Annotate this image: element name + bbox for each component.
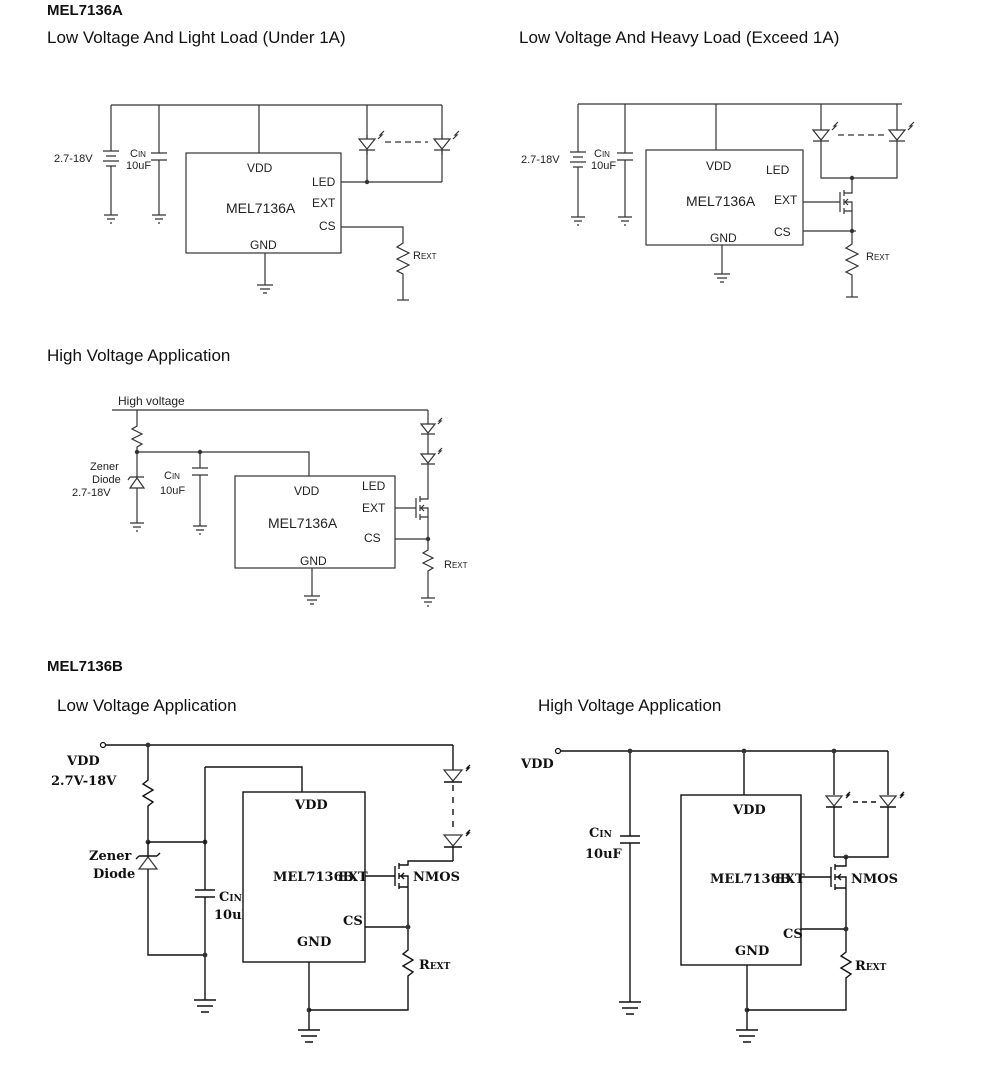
led-icon <box>811 121 839 150</box>
ic-box <box>645 149 804 246</box>
heading-mel7136b: MEL7136B <box>47 658 123 675</box>
rext-label: REXT <box>444 559 468 571</box>
mosfet-icon <box>803 190 853 231</box>
pin-vdd-label: VDD <box>247 161 273 175</box>
pin-gnd-label: GND <box>735 944 769 959</box>
ic-box <box>680 794 802 966</box>
pin-cs-label: CS <box>774 225 791 239</box>
chip-label: MEL7136A <box>226 200 296 216</box>
led-icon <box>432 130 460 155</box>
rext-label: REXT <box>419 958 451 973</box>
pin-ext-label: EXT <box>338 870 368 885</box>
led-icon <box>419 417 443 446</box>
cin-value-label: 10uF <box>160 485 185 497</box>
mosfet-icon <box>801 857 847 910</box>
pin-ext-label: EXT <box>312 196 336 210</box>
supply-range-label: 2.7-18V <box>521 154 560 166</box>
pin-gnd-label: GND <box>250 238 277 252</box>
pin-vdd-label: VDD <box>706 159 732 173</box>
ic-box <box>234 475 396 569</box>
caption-low-voltage-heavy-load: Low Voltage And Heavy Load (Exceed 1A) <box>519 28 840 47</box>
zener-label: Zener <box>90 461 119 473</box>
supply-range-label: 2.7-18V <box>72 487 111 499</box>
pin-led-label: LED <box>312 175 336 189</box>
pin-cs-label: CS <box>343 914 363 929</box>
circuit-a-heavy-load: VDD LED EXT CS GND MEL7136A REXT 2.7-18V… <box>521 103 915 298</box>
vdd-supply-label: VDD <box>66 754 100 769</box>
cin-label: CIN <box>219 890 242 905</box>
caption-low-voltage-application-b: Low Voltage Application <box>57 696 237 715</box>
vdd-supply-label: VDD <box>520 757 554 772</box>
pin-ext-label: EXT <box>774 193 798 207</box>
pin-led-label: LED <box>362 479 386 493</box>
pin-cs-label: CS <box>319 219 336 233</box>
led-icon <box>419 447 443 498</box>
rext-label: REXT <box>855 959 887 974</box>
ic-box <box>242 791 366 963</box>
cin-value-label: 10uF <box>591 160 616 172</box>
led-icon <box>834 791 905 858</box>
diode-label: Diode <box>92 474 121 486</box>
circuit-a-high-voltage: High voltage Zener Diode 2.7-18V CIN 10u… <box>72 394 468 607</box>
nmos-label: NMOS <box>851 872 898 887</box>
chip-label: MEL7136B <box>710 872 791 887</box>
led-icon <box>442 829 471 861</box>
circuit-a-light-load: VDD LED EXT CS GND MEL7136A REXT 2.7-18V… <box>54 104 460 301</box>
pin-vdd-label: VDD <box>294 484 320 498</box>
pin-vdd-label: VDD <box>732 803 766 818</box>
pin-vdd-label: VDD <box>294 798 328 813</box>
chip-label: MEL7136A <box>686 193 756 209</box>
caption-high-voltage-application-a: High Voltage Application <box>47 346 231 365</box>
cin-label: CIN <box>130 148 146 160</box>
mosfet-icon <box>395 496 429 539</box>
led-icon <box>824 791 851 857</box>
circuit-b-low-voltage: VDD 2.7V-18V Zener Diode CIN 10uF VDD ME… <box>51 741 471 1043</box>
cin-label: CIN <box>594 148 610 160</box>
nmos-label: NMOS <box>413 870 460 885</box>
chip-label: MEL7136B <box>273 870 354 885</box>
chip-label: MEL7136A <box>268 515 338 531</box>
rext-label: REXT <box>866 251 890 263</box>
diode-label: Diode <box>93 867 135 882</box>
cin-value-label: 10uF <box>126 160 151 172</box>
led-icon <box>357 130 385 155</box>
cin-label: CIN <box>164 470 180 482</box>
zener-diode-icon <box>127 452 146 523</box>
heading-mel7136a: MEL7136A <box>47 2 123 19</box>
pin-gnd-label: GND <box>300 554 327 568</box>
pin-gnd-label: GND <box>297 935 331 950</box>
cin-label: CIN <box>589 826 612 841</box>
caption-low-voltage-light-load: Low Voltage And Light Load (Under 1A) <box>47 28 346 47</box>
pin-ext-label: EXT <box>775 872 805 887</box>
high-voltage-label: High voltage <box>118 394 185 408</box>
led-icon <box>442 764 471 783</box>
cin-value-label: 10uF <box>214 908 252 923</box>
cin-value-label: 10uF <box>585 847 623 862</box>
pin-gnd-label: GND <box>710 231 737 245</box>
ic-box <box>185 152 342 254</box>
zener-diode-icon <box>135 842 205 956</box>
caption-high-voltage-application-b: High Voltage Application <box>538 696 722 715</box>
supply-range-b-label: 2.7V-18V <box>51 774 117 789</box>
supply-range-label: 2.7-18V <box>54 153 93 165</box>
led-icon <box>887 121 915 150</box>
mosfet-icon <box>365 860 453 908</box>
zener-label: Zener <box>89 849 131 864</box>
circuit-b-high-voltage: VDD CIN 10uF VDD MEL7136B EXT CS GND NMO… <box>520 747 905 1043</box>
pin-cs-label: CS <box>783 927 803 942</box>
pin-ext-label: EXT <box>362 501 386 515</box>
rext-label: REXT <box>413 250 437 262</box>
pin-led-label: LED <box>766 163 790 177</box>
pin-cs-label: CS <box>364 531 381 545</box>
